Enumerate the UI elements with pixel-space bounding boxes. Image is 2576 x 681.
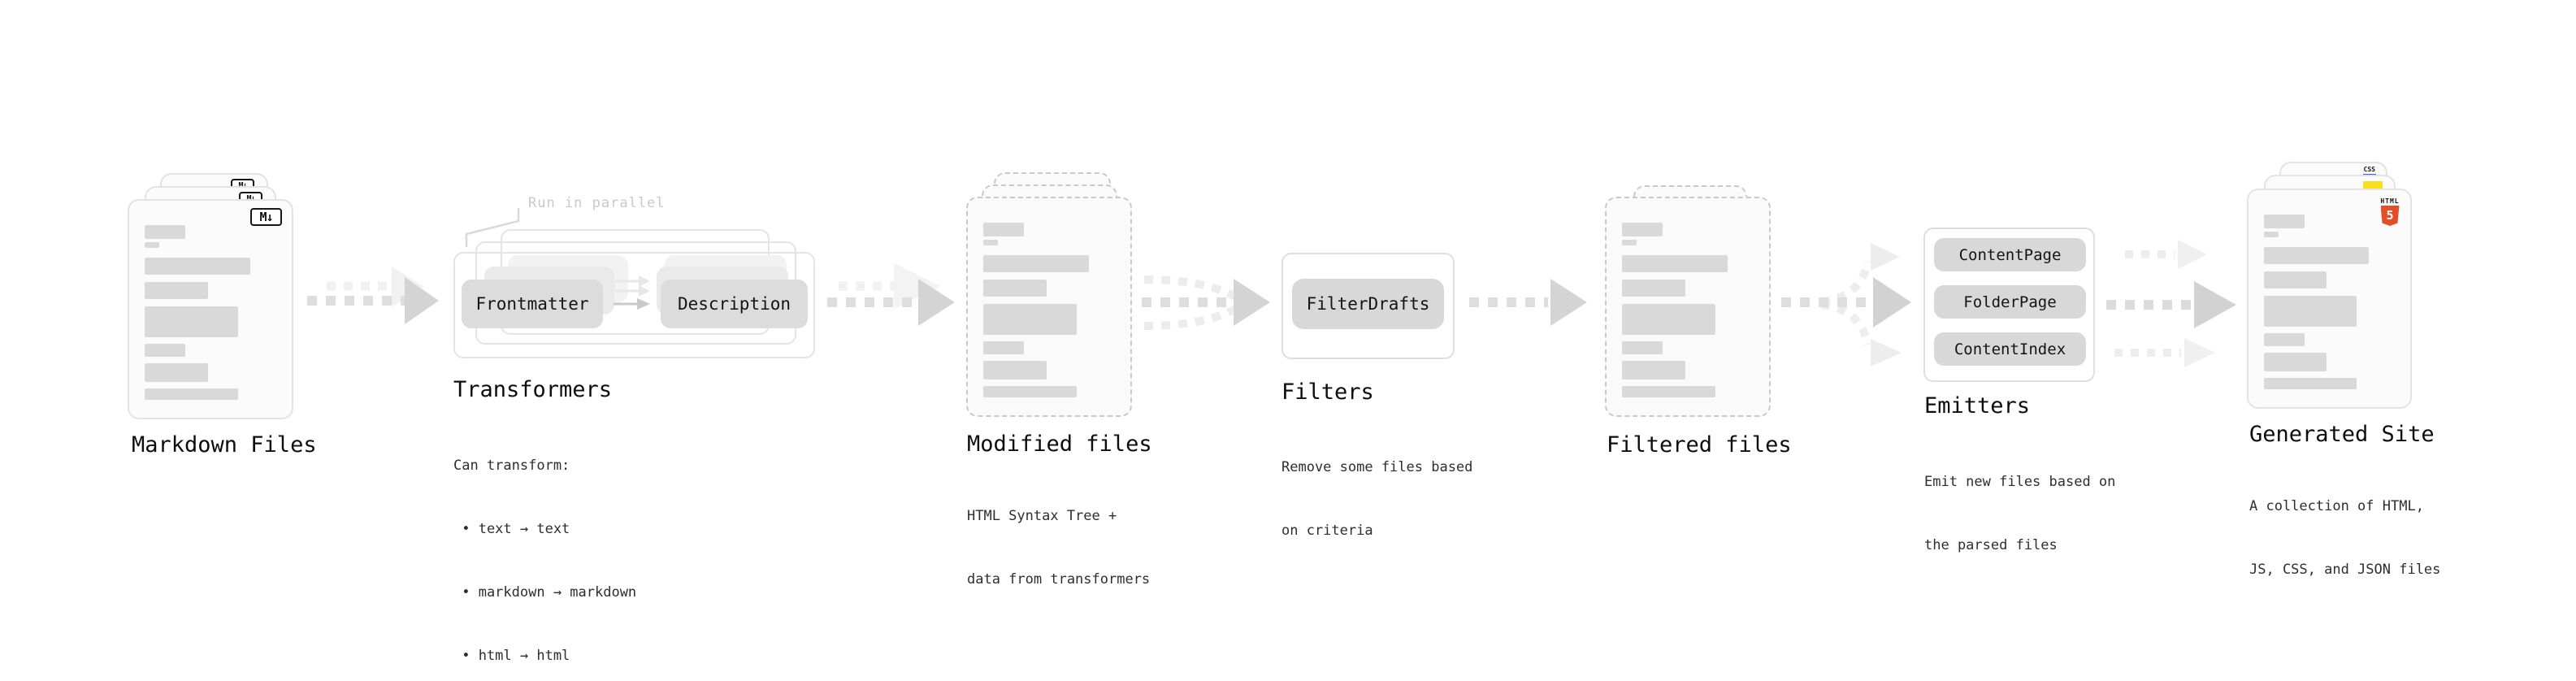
caption-line: Remove some files based	[1281, 459, 1473, 475]
markdown-file-card: M↓	[128, 199, 293, 419]
arrow-markdown-to-transformers	[307, 267, 439, 324]
document-content-placeholder	[2264, 215, 2395, 389]
generated-html-card: HTML 5	[2247, 189, 2412, 409]
generated-site-caption: A collection of HTML, JS, CSS, and JSON …	[2249, 453, 2440, 622]
modified-files-label: Modified files	[967, 432, 1152, 457]
emitter-contentindex-box: ContentIndex	[1934, 332, 2086, 366]
html5-wordmark: HTML	[2380, 197, 2400, 205]
modified-file-card	[966, 197, 1132, 417]
filters-caption: Remove some files based on criteria	[1281, 414, 1472, 583]
html5-icon: HTML 5	[2379, 197, 2400, 226]
caption-line: Emit new files based on	[1924, 474, 2116, 490]
parallel-run-arrows	[614, 275, 650, 310]
transformer-frontmatter-box: Frontmatter	[462, 280, 603, 328]
filtered-files-label: Filtered files	[1607, 432, 1792, 458]
modified-files-caption: HTML Syntax Tree + data from transformer…	[967, 463, 1150, 632]
caption-line: Can transform:	[453, 458, 570, 474]
filtered-file-card	[1605, 197, 1771, 417]
arrow-modified-to-filters-merge	[1142, 275, 1270, 330]
caption-line: the parsed files	[1924, 537, 2058, 553]
emitter-contentpage-box: ContentPage	[1934, 238, 2086, 271]
markdown-icon: M↓	[250, 208, 282, 226]
run-in-parallel-leader-line	[465, 208, 520, 247]
arrow-transformers-to-modified	[827, 263, 955, 326]
transformer-description-box: Description	[661, 280, 808, 328]
caption-line: A collection of HTML,	[2249, 498, 2424, 514]
caption-line: JS, CSS, and JSON files	[2249, 562, 2441, 578]
generated-site-label: Generated Site	[2249, 422, 2435, 447]
caption-line: • text → text	[453, 521, 570, 537]
document-content-placeholder	[983, 223, 1115, 397]
document-content-placeholder	[145, 225, 276, 400]
arrow-emitters-to-generated	[2106, 240, 2236, 367]
caption-line: data from transformers	[967, 571, 1151, 588]
emitters-caption: Emit new files based on the parsed files	[1924, 429, 2115, 598]
filters-label: Filters	[1281, 380, 1374, 405]
emitter-folderpage-box: FolderPage	[1934, 285, 2086, 319]
caption-line: • html → html	[453, 648, 570, 664]
markdown-files-label: Markdown Files	[132, 432, 317, 458]
caption-line: HTML Syntax Tree +	[967, 508, 1117, 524]
emitters-label: Emitters	[1924, 393, 2031, 419]
filter-drafts-box: FilterDrafts	[1292, 279, 1444, 329]
caption-line: • markdown → markdown	[453, 584, 637, 601]
transformers-label: Transformers	[453, 377, 613, 402]
caption-line: on criteria	[1281, 523, 1373, 539]
html5-shield: 5	[2380, 206, 2400, 226]
arrow-filters-to-filtered	[1469, 279, 1587, 326]
transformer-container-front	[453, 252, 815, 358]
arrow-filtered-to-emitters-split	[1781, 243, 1911, 367]
run-in-parallel-annotation: Run in parallel	[528, 195, 666, 211]
transformers-caption: Can transform: • text → text • markdown …	[453, 413, 636, 681]
js-icon	[2363, 181, 2383, 189]
document-content-placeholder	[1622, 223, 1754, 397]
